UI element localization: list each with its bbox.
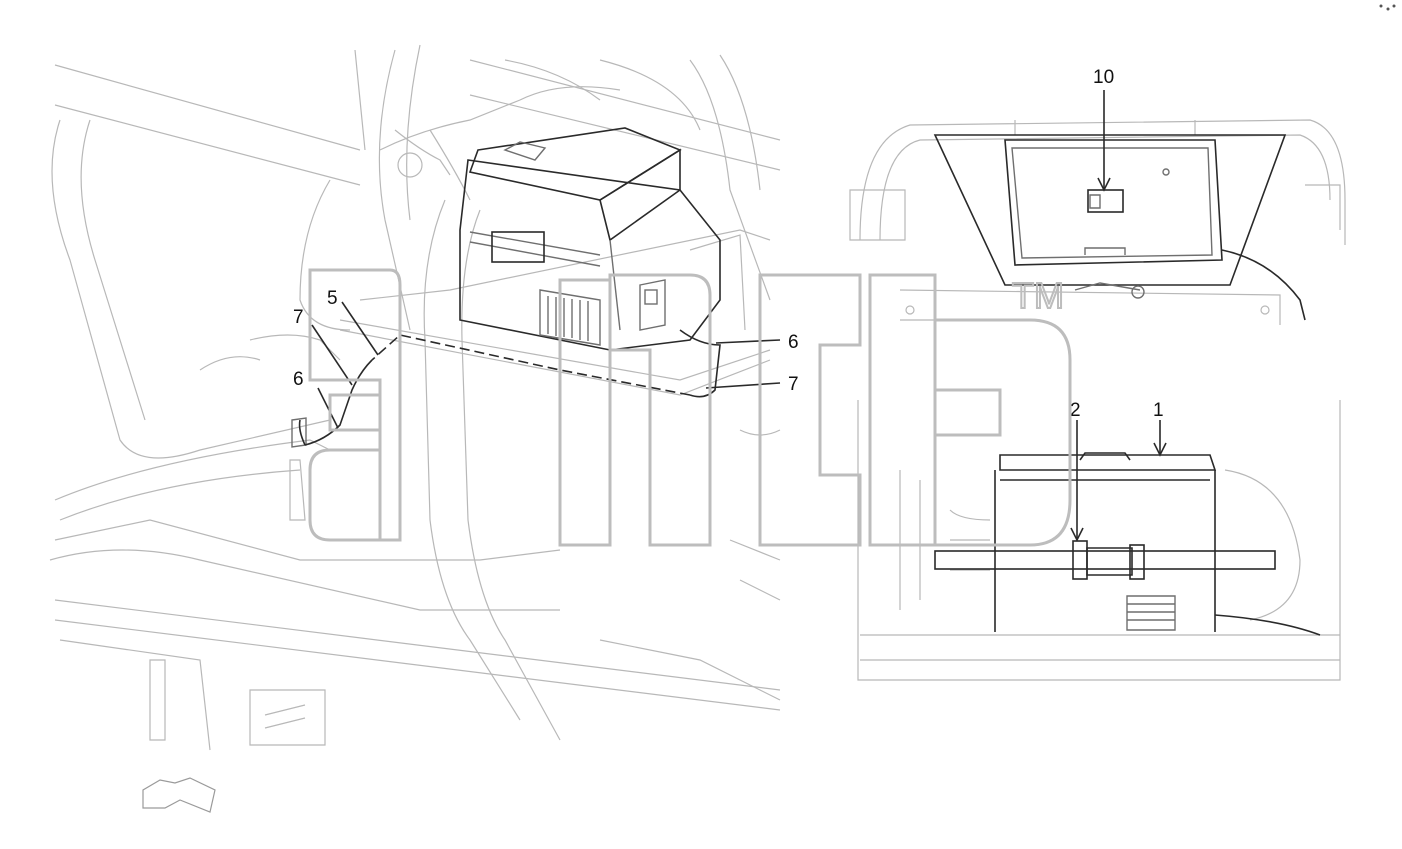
callout-6-left: 6 (293, 369, 304, 390)
callout-7-left: 7 (293, 307, 304, 328)
watermark-logo: TM (308, 268, 1072, 547)
callout-7-right: 7 (788, 374, 799, 395)
callout-6-right: 6 (788, 332, 799, 353)
detail-top-view (849, 90, 1346, 325)
power-cable (298, 329, 721, 446)
callout-10: 10 (1093, 67, 1114, 88)
leaders-main (311, 301, 781, 429)
main-view (49, 44, 781, 813)
callout-5: 5 (327, 288, 338, 309)
cooler-main (459, 127, 721, 351)
watermark-text: TM (1012, 275, 1064, 316)
detail-bottom-view (857, 400, 1341, 681)
callout-1: 1 (1153, 400, 1164, 421)
callout-2: 2 (1070, 400, 1081, 421)
corner-marks (1379, 4, 1396, 11)
direction-arrow-icon (142, 777, 216, 813)
